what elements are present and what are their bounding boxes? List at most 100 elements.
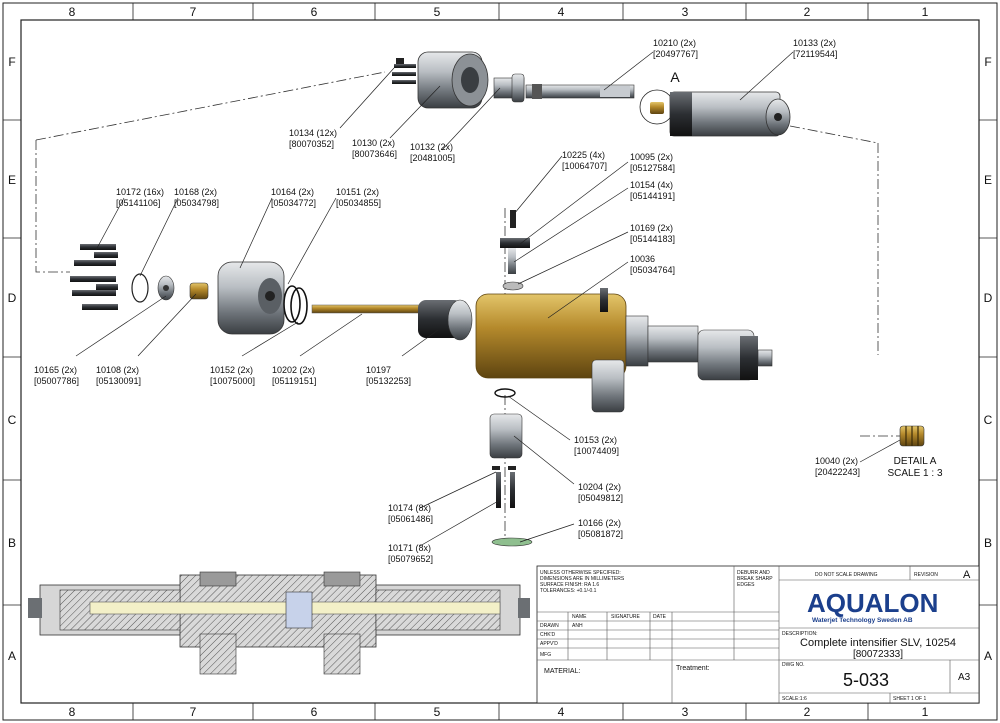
callout-10225-part: [10064707] bbox=[562, 161, 607, 171]
zone-col-6-bottom: 6 bbox=[311, 705, 318, 719]
callout-10108-part: [05130091] bbox=[96, 376, 141, 386]
zone-row-D-right: D bbox=[984, 291, 993, 305]
callout-10133-part: [72119544] bbox=[793, 49, 837, 59]
callout-10172-num: 10172 (16x) bbox=[116, 187, 164, 197]
tb-note-2: DIMENSIONS ARE IN MILLIMETERS bbox=[540, 576, 625, 582]
callout-10152-part: [10075000] bbox=[210, 376, 255, 386]
callout-10040-part: [20422243] bbox=[815, 467, 860, 477]
zone-col-1-top: 1 bbox=[922, 5, 929, 19]
tb-role-drawn: DRAWN bbox=[540, 623, 559, 629]
zone-row-A-right: A bbox=[984, 649, 992, 663]
title-block: UNLESS OTHERWISE SPECIFIED: DIMENSIONS A… bbox=[536, 565, 980, 704]
callout-10197-num: 10197 bbox=[366, 365, 391, 375]
rod-10202 bbox=[311, 304, 421, 314]
tb-finish-1: DEBURR AND bbox=[737, 570, 770, 576]
callout-10172-part: [05141106] bbox=[116, 198, 160, 208]
detail-a-scale: SCALE 1 : 3 bbox=[887, 468, 942, 479]
callout-10108-num: 10108 (2x) bbox=[96, 365, 139, 375]
tb-revision: A bbox=[963, 569, 971, 581]
zone-row-F-right: F bbox=[984, 55, 991, 69]
zone-row-E-right: E bbox=[984, 173, 992, 187]
tb-header-date: DATE bbox=[653, 614, 667, 620]
gasket-10166 bbox=[491, 537, 533, 547]
callout-10210-part: [20497767] bbox=[653, 49, 698, 59]
callout-10134-part: [80070352] bbox=[289, 139, 334, 149]
tb-drawn-by: ANH bbox=[572, 623, 583, 629]
leader-lines bbox=[75, 51, 901, 547]
tb-description-label: DESCRIPTION: bbox=[782, 631, 818, 637]
callout-10164-part: [05034772] bbox=[271, 198, 316, 208]
callout-10168-num: 10168 (2x) bbox=[174, 187, 217, 197]
o-ring-10151 bbox=[283, 285, 301, 323]
hp-cylinder-10133 bbox=[669, 91, 791, 137]
check-valve-10040-in-view bbox=[650, 102, 664, 114]
callout-10169-part: [05144183] bbox=[630, 234, 675, 244]
zone-row-C-right: C bbox=[984, 413, 993, 427]
callout-10133-num: 10133 (2x) bbox=[793, 38, 836, 48]
tb-note-3: SURFACE FINISH: RA 1.6 bbox=[540, 582, 599, 588]
tb-treatment-label: Treatment: bbox=[676, 665, 710, 672]
callout-10197-part: [05132253] bbox=[366, 376, 411, 386]
tb-revision-label: REVISION bbox=[914, 572, 938, 578]
callout-10040-num: 10040 (2x) bbox=[815, 456, 858, 466]
zone-col-8-top: 8 bbox=[69, 5, 76, 19]
callout-10171-num: 10171 (8x) bbox=[388, 543, 431, 553]
zone-row-C-left: C bbox=[8, 413, 17, 427]
zone-col-4-top: 4 bbox=[558, 5, 565, 19]
callout-10095-part: [05127584] bbox=[630, 163, 675, 173]
bolts-10172 bbox=[70, 244, 118, 310]
tb-size: A3 bbox=[958, 672, 971, 683]
callout-10204-part: [05049812] bbox=[578, 493, 623, 503]
zone-col-7-bottom: 7 bbox=[190, 705, 197, 719]
tb-scale: SCALE:1:6 bbox=[782, 696, 807, 702]
callout-10204-num: 10204 (2x) bbox=[578, 482, 621, 492]
tb-finish-3: EDGES bbox=[737, 582, 755, 588]
zone-col-2-top: 2 bbox=[804, 5, 811, 19]
callout-10152-num: 10152 (2x) bbox=[210, 365, 253, 375]
callout-10174-part: [05061486] bbox=[388, 514, 433, 524]
callout-10132-num: 10132 (2x) bbox=[410, 142, 453, 152]
zone-row-B-left: B bbox=[8, 536, 16, 550]
tb-note-4: TOLERANCES: +0.1/-0.1 bbox=[540, 588, 597, 594]
callout-10174-num: 10174 (8x) bbox=[388, 503, 431, 513]
callout-10202-num: 10202 (2x) bbox=[272, 365, 315, 375]
callout-10130-num: 10130 (2x) bbox=[352, 138, 395, 148]
callouts: 10210 (2x) [20497767] 10133 (2x) [721195… bbox=[34, 38, 943, 564]
piston-10132 bbox=[493, 73, 525, 103]
callout-10225-num: 10225 (4x) bbox=[562, 150, 605, 160]
callout-10210-num: 10210 (2x) bbox=[653, 38, 696, 48]
zone-col-3-bottom: 3 bbox=[682, 705, 689, 719]
tb-description-line1: Complete intensifier SLV, 10254 bbox=[800, 637, 956, 649]
zone-col-4-bottom: 4 bbox=[558, 705, 565, 719]
callout-10134-num: 10134 (12x) bbox=[289, 128, 337, 138]
callout-10171-part: [05079652] bbox=[388, 554, 433, 564]
callout-10095-num: 10095 (2x) bbox=[630, 152, 673, 162]
detail-a-view bbox=[899, 425, 925, 447]
seal-pack-10197 bbox=[418, 299, 473, 341]
screws-10174-10171 bbox=[492, 466, 516, 508]
company-logo: AQUALON bbox=[807, 588, 938, 618]
tb-header-signature: SIGNATURE bbox=[611, 614, 640, 620]
callout-10202-part: [05119151] bbox=[272, 376, 316, 386]
callout-10036-part: [05034764] bbox=[630, 265, 675, 275]
callout-10165-num: 10165 (2x) bbox=[34, 365, 77, 375]
callout-10168-part: [05034798] bbox=[174, 198, 219, 208]
body-10036 bbox=[475, 288, 773, 413]
tb-do-not-scale: DO NOT SCALE DRAWING bbox=[815, 572, 878, 578]
zone-col-8-bottom: 8 bbox=[69, 705, 76, 719]
zone-col-5-bottom: 5 bbox=[434, 705, 441, 719]
tb-dwg-label: DWG NO. bbox=[782, 662, 805, 668]
callout-10164-num: 10164 (2x) bbox=[271, 187, 314, 197]
tb-role-appvd: APPV'D bbox=[540, 641, 558, 647]
block-10204 bbox=[489, 413, 523, 459]
housing-10164 bbox=[217, 261, 285, 335]
zone-col-2-bottom: 2 bbox=[804, 705, 811, 719]
tb-finish-2: BREAK SHARP bbox=[737, 576, 773, 582]
tb-role-chkd: CHK'D bbox=[540, 632, 556, 638]
alignment-lines bbox=[35, 71, 905, 540]
bolts-10134 bbox=[392, 58, 416, 84]
callout-10166-num: 10166 (2x) bbox=[578, 518, 621, 528]
tb-description-line2: [80072333] bbox=[853, 649, 903, 660]
